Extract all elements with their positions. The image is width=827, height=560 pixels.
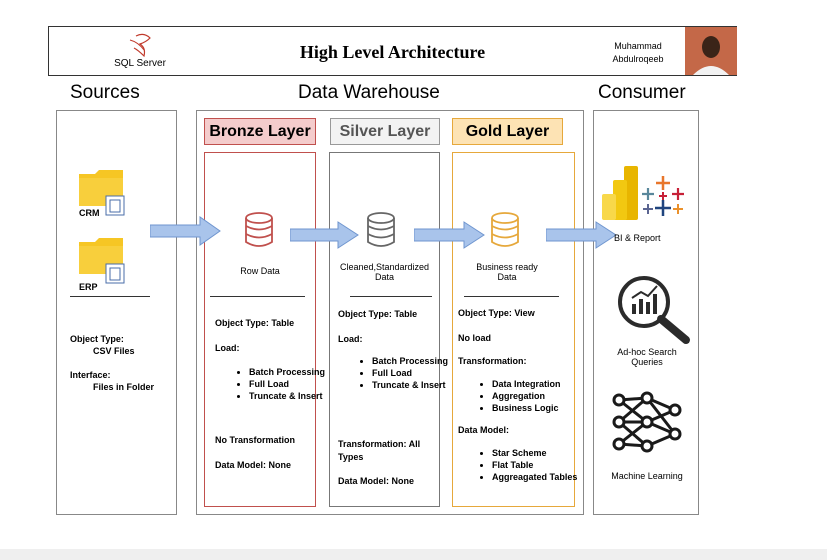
arrow-sources-to-bronze — [150, 216, 221, 246]
silver-load-label: Load: — [338, 334, 363, 344]
gold-caption: Business ready Data — [452, 262, 562, 282]
interface-value: Files in Folder — [93, 382, 155, 392]
list-item: Full Load — [372, 367, 457, 379]
silver-load-list: Batch Processing Full Load Truncate & In… — [350, 355, 457, 391]
arrow-silver-to-gold — [414, 221, 485, 249]
bronze-caption: Row Data — [240, 266, 280, 276]
list-item: Star Scheme — [492, 447, 592, 459]
silver-caption: Cleaned,Standardized Data — [329, 262, 440, 282]
list-item: Batch Processing — [372, 355, 457, 367]
object-type-value: CSV Files — [93, 346, 135, 356]
gold-transformation-list: Data Integration Aggregation Business Lo… — [470, 378, 592, 414]
author-name: Muhammad Abdulroqeeb — [598, 40, 678, 66]
adhoc-line2: Queries — [631, 357, 663, 367]
adhoc-line1: Ad-hoc Search — [617, 347, 677, 357]
arrow-gold-to-consumer — [546, 221, 617, 249]
list-item: Batch Processing — [249, 366, 334, 378]
avatar — [685, 27, 737, 75]
bottom-bar — [0, 549, 827, 560]
bronze-layer-title: Bronze Layer — [204, 118, 316, 145]
silver-caption-line2: Data — [374, 272, 394, 282]
author-first-name: Muhammad — [614, 41, 662, 51]
header-bar — [48, 26, 737, 76]
silver-transformation: Transformation: All Types — [338, 439, 421, 462]
bronze-database-icon — [245, 212, 273, 247]
list-item: Data Integration — [492, 378, 592, 390]
tableau-icon — [642, 176, 684, 216]
sources-title: Sources — [70, 82, 140, 103]
author-last-name: Abdulroqeeb — [612, 54, 664, 64]
gold-caption-line1: Business ready — [476, 262, 538, 272]
bronze-object-type: Object Type: Table — [215, 318, 295, 328]
gold-layer-box — [452, 152, 575, 507]
gold-data-model-label: Data Model: — [458, 425, 510, 435]
bronze-transformation: No Transformation — [215, 435, 296, 445]
page-title: High Level Architecture — [299, 42, 486, 62]
bronze-divider — [210, 296, 305, 297]
sources-divider — [70, 296, 150, 297]
list-item: Aggregation — [492, 390, 592, 402]
warehouse-title: Data Warehouse — [298, 82, 440, 103]
list-item: Truncate & Insert — [249, 390, 334, 402]
silver-layer-title: Silver Layer — [330, 118, 440, 145]
erp-folder-icon — [79, 238, 127, 289]
sql-server-logo: SQL Server — [100, 30, 180, 74]
silver-layer-box — [329, 152, 440, 507]
silver-divider — [350, 296, 432, 297]
silver-data-model: Data Model: None — [338, 476, 415, 486]
list-item: Business Logic — [492, 402, 592, 414]
gold-load: No load — [458, 333, 491, 343]
arrow-bronze-to-silver — [290, 221, 359, 249]
warehouse-panel — [196, 110, 584, 515]
gold-database-icon — [491, 212, 519, 247]
adhoc-label: Ad-hoc Search Queries — [600, 347, 694, 367]
bronze-data-model: Data Model: None — [215, 460, 292, 470]
silver-object-type: Object Type: Table — [338, 309, 418, 319]
gold-object-type: Object Type: View — [458, 308, 535, 318]
silver-caption-line1: Cleaned,Standardized — [339, 262, 430, 272]
interface-label: Interface: — [70, 370, 111, 380]
object-type-label: Object Type: — [70, 334, 124, 344]
gold-divider — [464, 296, 559, 297]
logo-text: SQL Server — [114, 58, 166, 69]
silver-database-icon — [367, 212, 395, 247]
bronze-load-label: Load: — [215, 343, 240, 353]
ml-label: Machine Learning — [611, 471, 683, 481]
list-item: Truncate & Insert — [372, 379, 457, 391]
list-item: Full Load — [249, 378, 334, 390]
bronze-layer-box — [204, 152, 316, 507]
power-bi-icon — [602, 166, 638, 220]
crm-folder-icon — [79, 170, 127, 221]
bronze-load-list: Batch Processing Full Load Truncate & In… — [227, 366, 334, 402]
gold-transformation-label: Transformation: — [458, 356, 527, 366]
gold-caption-line2: Data — [497, 272, 517, 282]
consumer-title: Consumer — [598, 82, 686, 103]
neural-network-icon — [612, 391, 682, 453]
list-item: Aggreagated Tables — [492, 471, 592, 483]
gold-layer-title: Gold Layer — [452, 118, 563, 145]
list-item: Flat Table — [492, 459, 592, 471]
erp-label: ERP — [79, 282, 98, 292]
search-analytics-icon — [618, 276, 690, 344]
crm-label: CRM — [79, 208, 100, 218]
bi-report-label: BI & Report — [614, 233, 661, 243]
gold-data-model-list: Star Scheme Flat Table Aggreagated Table… — [470, 447, 592, 483]
